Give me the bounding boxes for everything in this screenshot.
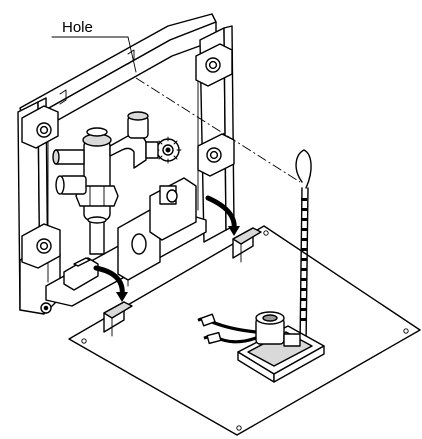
solenoid-valve xyxy=(237,311,325,383)
frame-corner-brackets xyxy=(21,43,235,314)
sensor-cable xyxy=(295,149,312,347)
plate-bracket-right xyxy=(232,227,262,263)
hole-label: Hole xyxy=(62,19,93,36)
centerline-dashed xyxy=(135,77,301,183)
lead-wires xyxy=(197,313,257,345)
insert-arrows xyxy=(93,195,240,302)
hole-callout: Hole xyxy=(51,19,137,73)
plate-bracket-left xyxy=(103,301,133,337)
frame-clip-left xyxy=(63,257,99,291)
flush-valve xyxy=(52,111,182,255)
valve-mount-bracket xyxy=(117,177,197,287)
